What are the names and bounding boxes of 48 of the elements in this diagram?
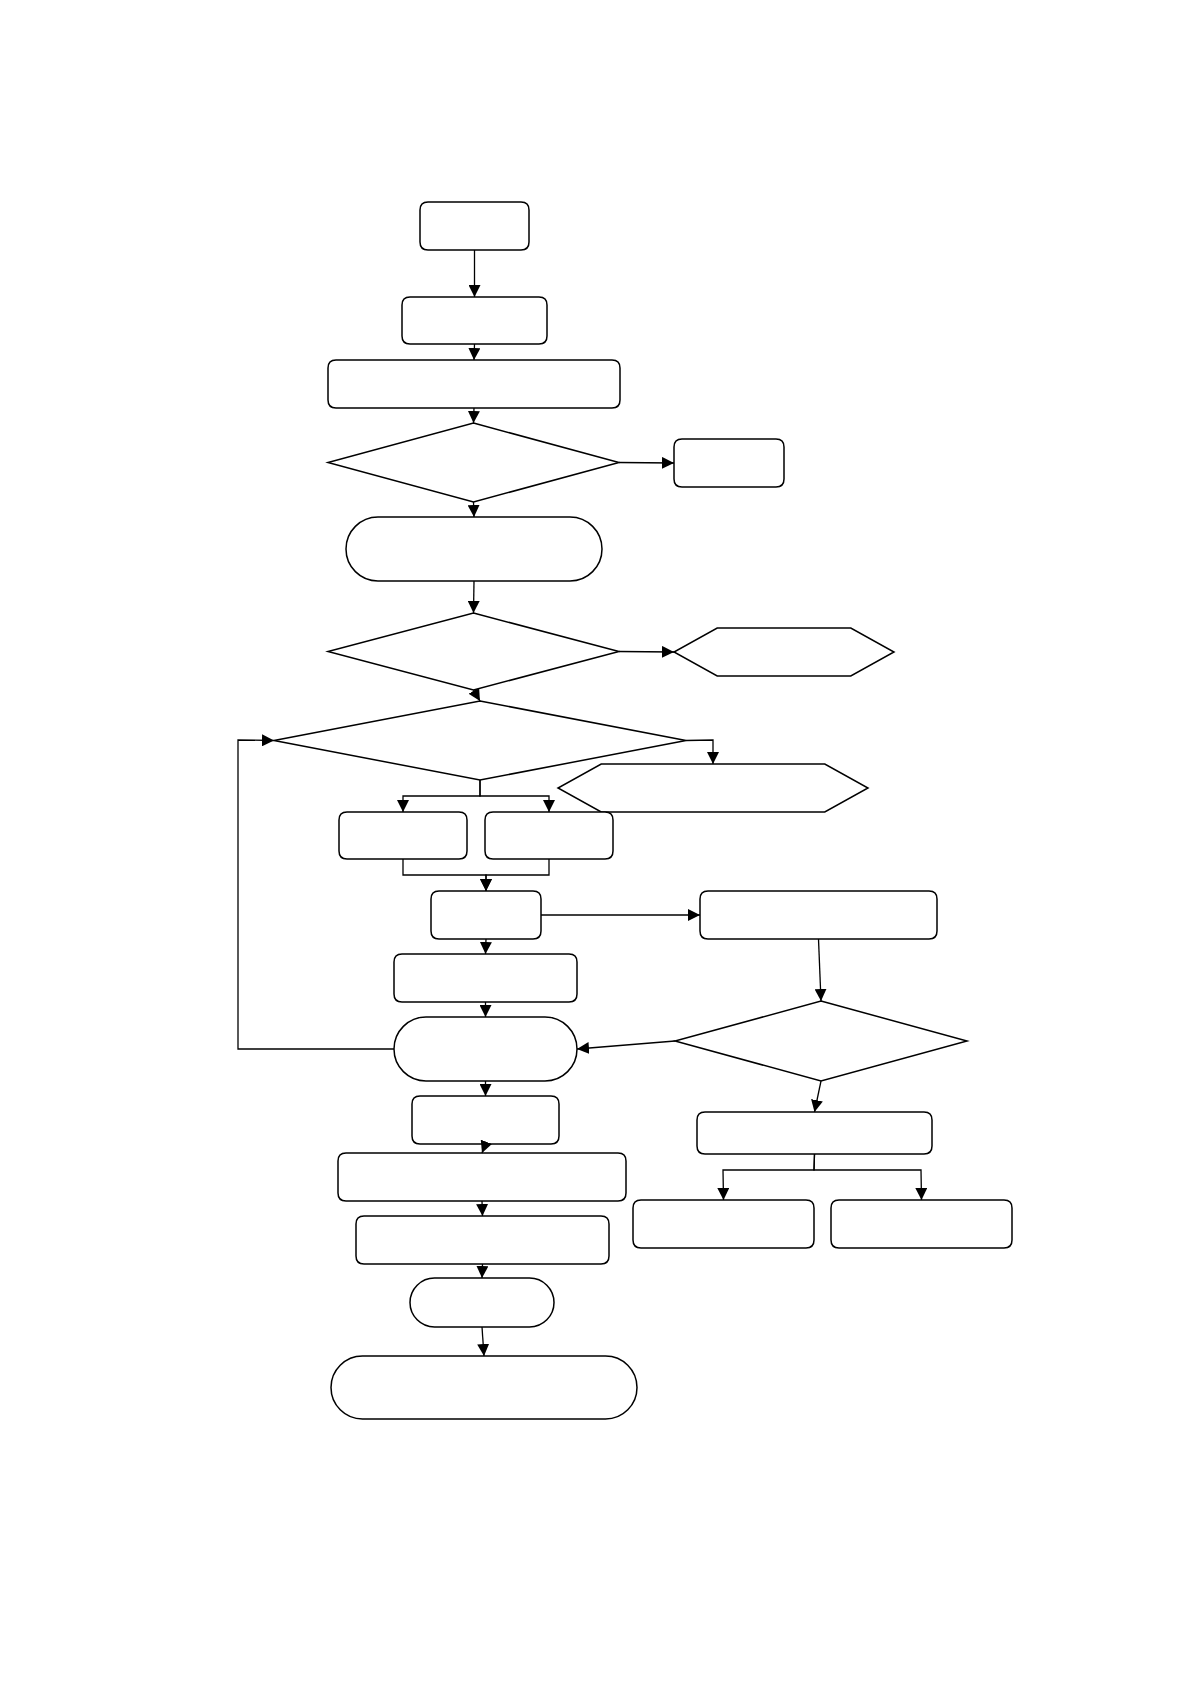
- arrow: [479, 938, 492, 955]
- process-box: [431, 891, 541, 939]
- process-box: [831, 1200, 1012, 1248]
- arrow: [814, 938, 827, 1002]
- arrow: [476, 1200, 489, 1217]
- arrow: [576, 1040, 676, 1054]
- process-box: [412, 1096, 559, 1144]
- decision-diamond: [328, 423, 619, 502]
- arrow: [237, 734, 395, 1050]
- process-box: [420, 202, 529, 250]
- process-box: [697, 1112, 932, 1154]
- process-box: [394, 954, 577, 1002]
- hexagon-shape: [558, 764, 868, 812]
- arrow: [468, 343, 481, 361]
- arrow: [467, 580, 480, 614]
- process-box: [700, 891, 937, 939]
- terminal-shape: [394, 1017, 577, 1081]
- terminal-shape: [346, 517, 602, 581]
- arrow: [540, 909, 701, 921]
- arrow: [479, 1001, 492, 1018]
- process-box: [633, 1200, 814, 1248]
- process-box: [338, 1153, 626, 1201]
- arrow: [477, 1326, 490, 1357]
- arrow: [467, 407, 480, 424]
- process-box: [485, 812, 613, 859]
- arrow: [811, 1080, 823, 1113]
- hexagon-shape: [674, 628, 894, 676]
- arrow: [480, 1139, 492, 1154]
- arrow: [813, 1153, 928, 1201]
- arrow: [480, 858, 550, 892]
- arrow: [467, 501, 480, 518]
- arrow: [685, 739, 719, 765]
- arrow: [479, 779, 555, 813]
- process-box: [339, 812, 467, 859]
- arrow: [618, 456, 675, 469]
- arrow: [468, 687, 481, 702]
- terminal-shape: [410, 1278, 554, 1327]
- process-box: [356, 1216, 609, 1264]
- decision-diamond: [675, 1001, 967, 1081]
- arrow: [479, 1080, 492, 1097]
- process-box: [402, 297, 547, 344]
- decision-diamond: [328, 613, 619, 690]
- arrow: [476, 1263, 489, 1279]
- process-box: [328, 360, 620, 408]
- terminal-shape: [331, 1356, 637, 1419]
- arrow: [468, 249, 481, 298]
- process-box: [674, 439, 784, 487]
- arrow: [618, 645, 675, 658]
